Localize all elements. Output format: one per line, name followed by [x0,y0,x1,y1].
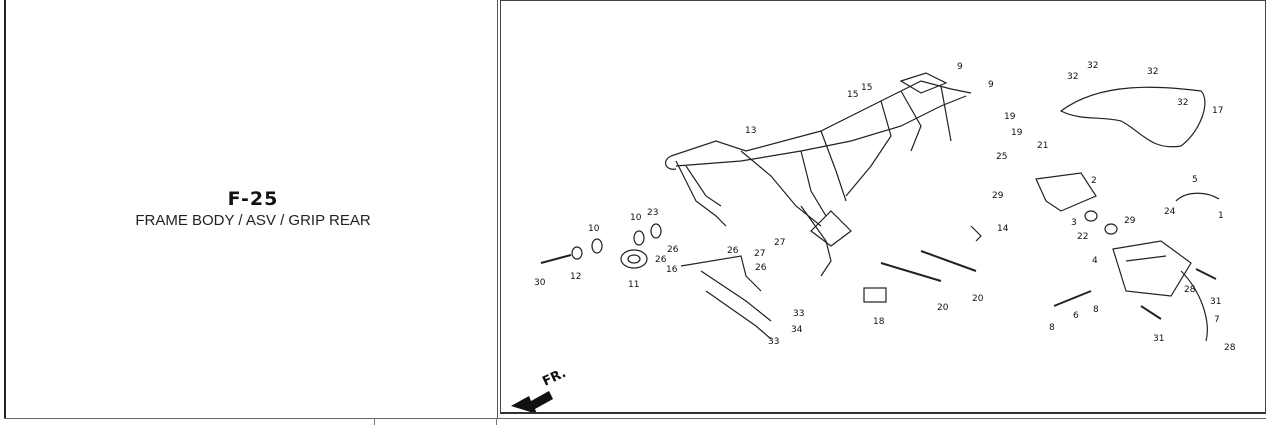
part-callout-19-top: 19 [1004,112,1016,122]
diagram-canvas: FR. 9 9 15 15 13 32 32 32 32 17 19 19 21… [511,61,1236,412]
part-callout-7: 7 [1214,315,1220,325]
part-callout-12: 12 [570,272,581,282]
part-callout-26-a: 26 [667,245,679,255]
part-callout-29-left: 29 [992,191,1004,201]
part-callout-31-right: 31 [1210,297,1221,307]
part-callout-11: 11 [628,280,639,290]
part-callouts: 9 9 15 15 13 32 32 32 32 17 19 19 21 25 … [534,61,1236,353]
part-callout-21: 21 [1037,141,1048,151]
part-callout-14: 14 [997,224,1009,234]
part-callout-27-right: 27 [774,238,785,248]
table-header-strip [4,418,1266,425]
part-callout-10-left: 10 [588,224,600,234]
exploded-parts-diagram: FR. 9 9 15 15 13 32 32 32 32 17 19 19 21… [500,0,1266,414]
part-callout-29-right: 29 [1124,216,1136,226]
part-callout-24: 24 [1164,207,1176,217]
part-callout-8-left: 8 [1049,323,1055,333]
front-direction-label: FR. [540,366,568,390]
part-callout-1: 1 [1218,211,1224,221]
part-callout-26-c: 26 [655,255,667,265]
part-callout-27-left: 27 [754,249,765,259]
part-callout-25: 25 [996,152,1007,162]
part-callout-28-bottom: 28 [1224,343,1236,353]
part-callout-8-right: 8 [1093,305,1099,315]
part-callout-20-right: 20 [972,294,984,304]
table-column [4,419,375,425]
part-callout-13: 13 [745,126,756,136]
table-column [374,419,497,425]
part-callout-9-right: 9 [988,80,994,90]
part-callout-17: 17 [1212,106,1223,116]
part-callout-5: 5 [1192,175,1198,185]
part-callout-33-bottom: 33 [768,337,779,347]
part-callout-6: 6 [1073,311,1079,321]
part-callout-4: 4 [1092,256,1098,266]
part-callout-32-left: 32 [1067,72,1078,82]
frame-body-drawing [540,72,1220,342]
part-callout-19-bottom: 19 [1011,128,1023,138]
part-callout-28-top: 28 [1184,285,1196,295]
section-code: F-25 [227,188,279,210]
part-callout-32-right: 32 [1147,67,1158,77]
part-callout-33-top: 33 [793,309,804,319]
part-callout-22: 22 [1077,232,1088,242]
part-callout-26-b: 26 [727,246,739,256]
part-callout-32-lower: 32 [1177,98,1188,108]
part-callout-26-d: 26 [755,263,767,273]
part-callout-31-bottom: 31 [1153,334,1164,344]
part-callout-16: 16 [666,265,678,275]
part-callout-10-right: 10 [630,213,642,223]
part-callout-15-right: 15 [861,83,872,93]
part-callout-34: 34 [791,325,803,335]
part-callout-3: 3 [1071,218,1077,228]
part-callout-23: 23 [647,208,658,218]
part-callout-32-top: 32 [1087,61,1098,71]
section-info-panel: F-25 FRAME BODY / ASV / GRIP REAR [4,0,498,418]
section-title-block: F-25 FRAME BODY / ASV / GRIP REAR [6,188,500,229]
part-callout-15-left: 15 [847,90,858,100]
part-callout-18: 18 [873,317,885,327]
front-direction-arrow: FR. [511,366,569,412]
part-callout-9-top: 9 [957,62,963,72]
part-callout-20-left: 20 [937,303,949,313]
section-title: FRAME BODY / ASV / GRIP REAR [135,212,371,229]
arrow-icon [511,391,553,412]
part-callout-2: 2 [1091,176,1097,186]
part-callout-30: 30 [534,278,546,288]
